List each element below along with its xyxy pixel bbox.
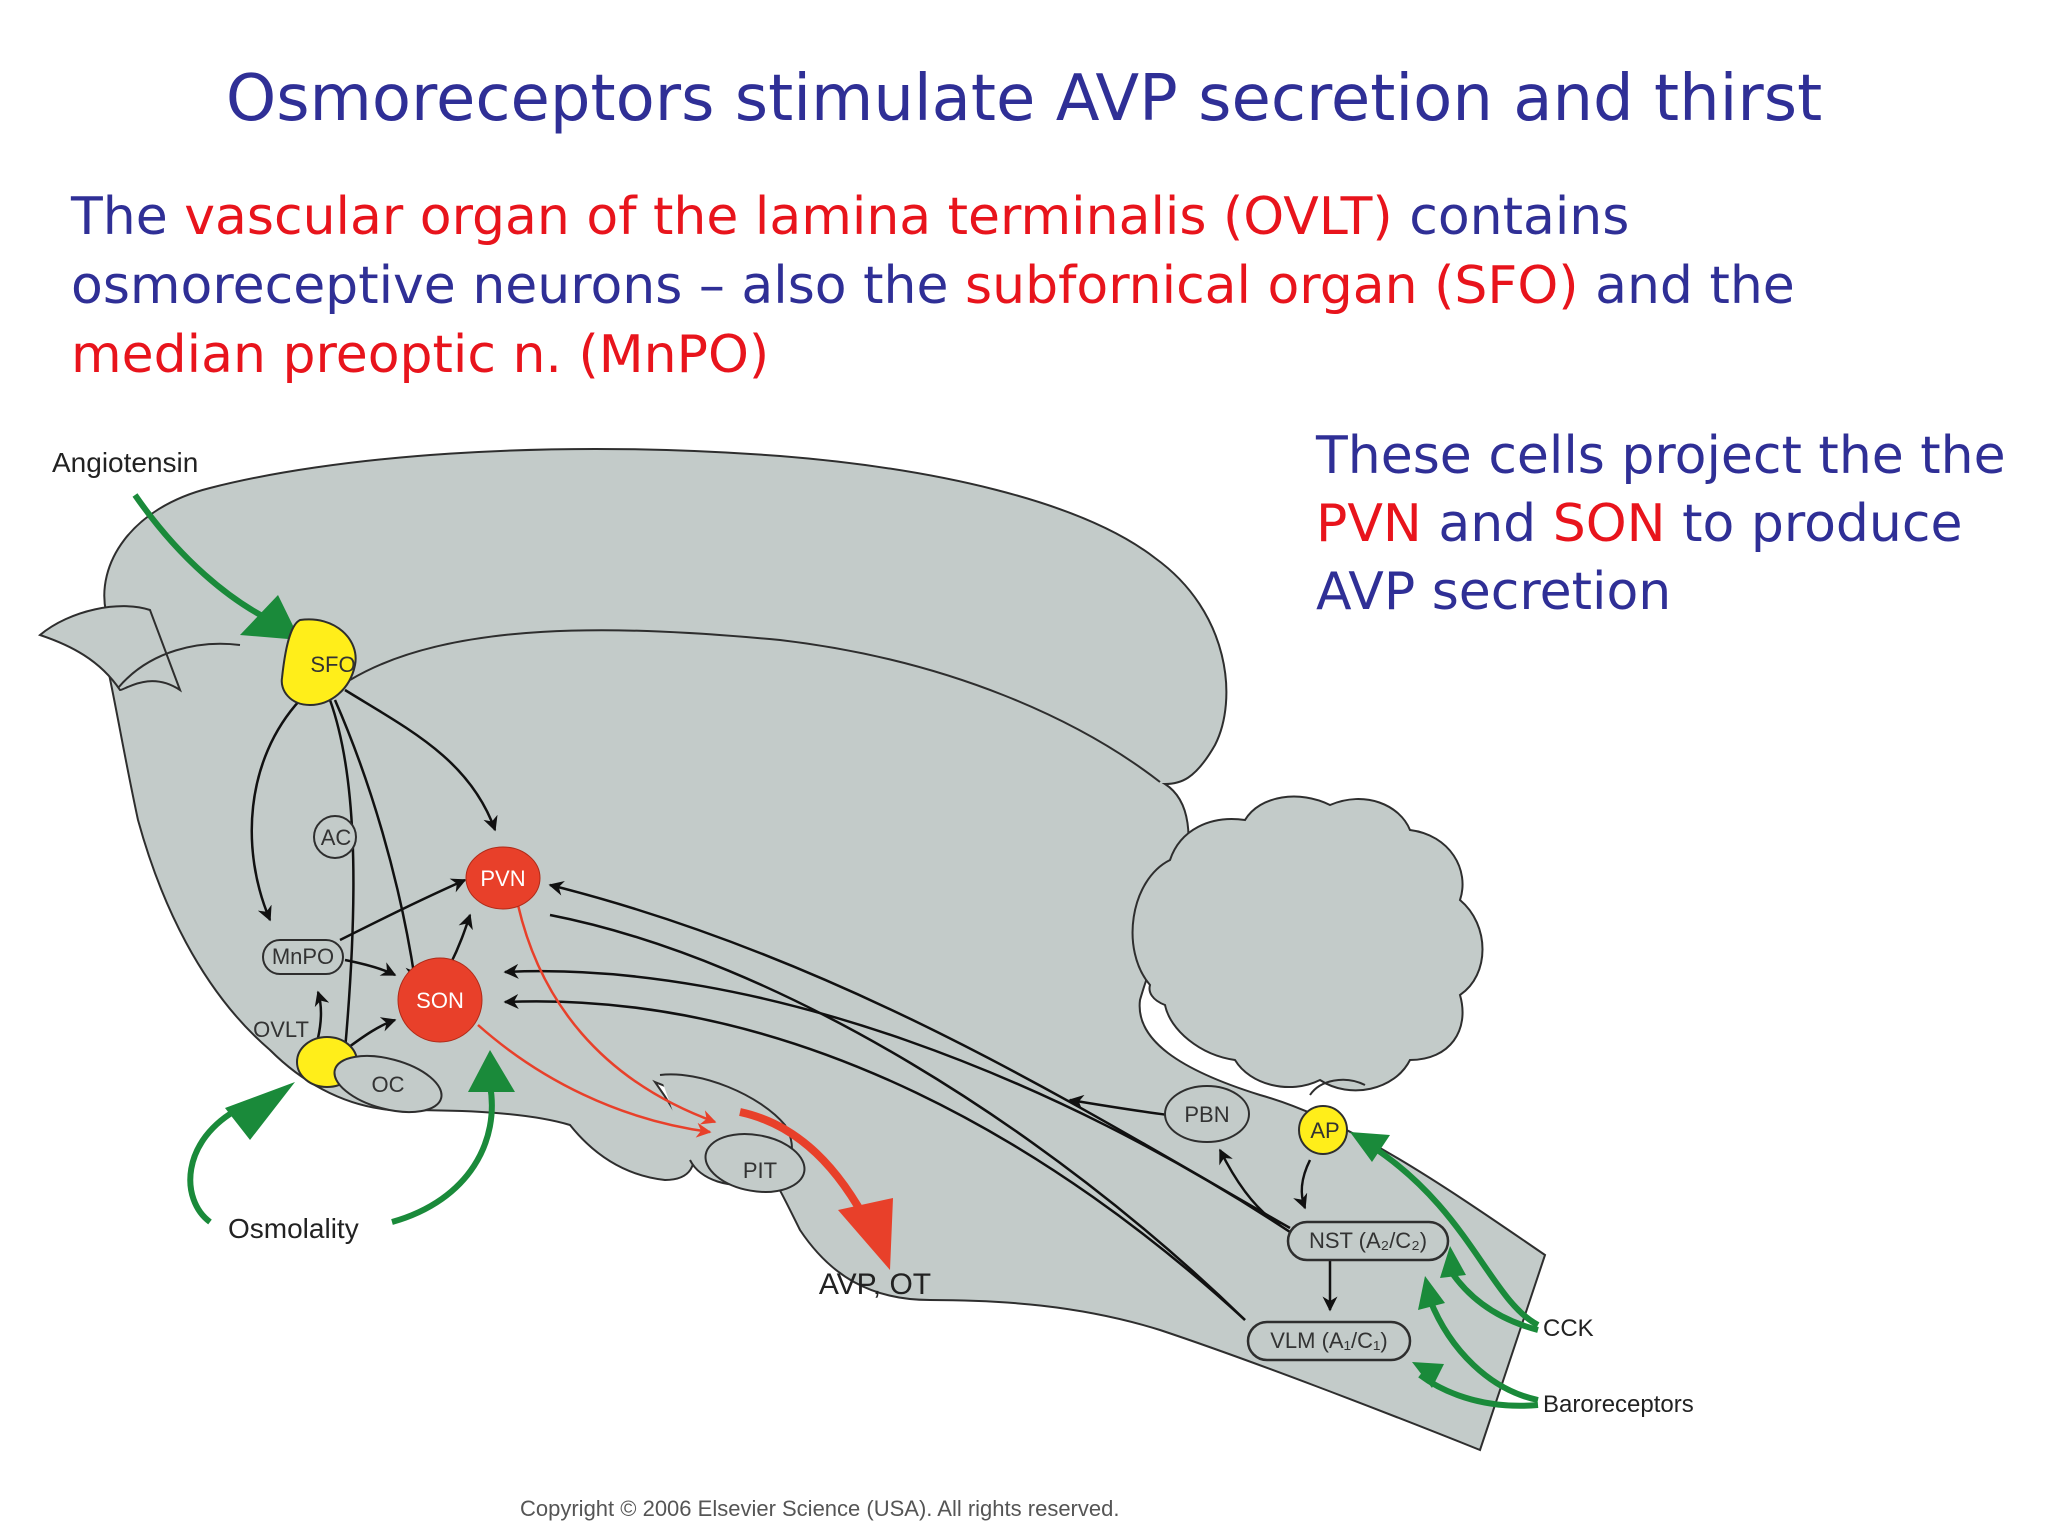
node-pvn: PVN [465, 846, 541, 910]
osmolality-to-son-arrow [391, 1084, 495, 1225]
baro-nst-arrowhead [1418, 1276, 1445, 1310]
mnpo-to-pvn-arrow [339, 878, 467, 942]
callosum-outline [349, 629, 1161, 783]
node-ac: AC [313, 815, 357, 859]
pbn-ascending-arrow [1068, 1094, 1169, 1117]
vlm-to-pvn-fiber [549, 913, 1246, 1321]
node-sfo: SFO [280, 618, 357, 707]
mnpo-term: median preoptic n. (MnPO) [71, 325, 770, 385]
node-pbn: PBN [1164, 1085, 1250, 1143]
node-vlm: VLM (A₁/C₁) [1246, 1320, 1412, 1362]
intro-text-part: and the [1578, 256, 1795, 316]
pvn-term: PVN [1316, 494, 1422, 554]
nst-label: NST (A₂/C₂) [1309, 1228, 1427, 1253]
node-ap: AP [1298, 1105, 1348, 1155]
nst-to-son-arrow [503, 963, 1291, 1234]
vlm-label: VLM (A₁/C₁) [1270, 1328, 1388, 1353]
ap-label: AP [1310, 1118, 1339, 1143]
ac-label: AC [321, 825, 352, 850]
green-arrowheads [225, 595, 1466, 1388]
son-to-pit-arrow [477, 1024, 712, 1138]
avp-ot-label: AVP, OT [819, 1268, 931, 1301]
intro-text-part: The [71, 187, 185, 247]
intro-text-part: contains osmoreceptive neurons – also th… [71, 187, 1630, 316]
side-note-part: These cells project the the [1316, 426, 2006, 486]
node-pit: PIT [704, 1133, 806, 1193]
ovlt-to-mnpo-arrow [314, 990, 330, 1039]
baro-vlm-arrowhead [1412, 1362, 1444, 1388]
angiotensin-arrowhead [240, 595, 300, 640]
baroreceptors-label: Baroreceptors [1543, 1391, 1694, 1418]
node-son: SON [397, 957, 483, 1043]
ap-to-nst-arrow [1293, 1159, 1312, 1210]
cck-label: CCK [1543, 1315, 1594, 1342]
side-note-part: to produce AVP secretion [1316, 494, 1963, 622]
baroreceptors-to-nst-arrow [1427, 1298, 1539, 1403]
osmolality-son-arrowhead [468, 1050, 515, 1092]
brain-silhouette [37, 448, 1547, 1452]
node-nst: NST (A₂/C₂) [1286, 1220, 1450, 1262]
frontal-sulcus [117, 642, 241, 689]
red-pathways [477, 904, 717, 1138]
sfo-to-mnpo-arrow [250, 699, 301, 922]
mnpo-to-son-arrow [344, 958, 397, 977]
son-term: SON [1552, 494, 1666, 554]
pit-label: PIT [743, 1158, 777, 1183]
side-note: These cells project the the PVN and SON … [1316, 422, 2016, 626]
sfo-term: subfornical organ (SFO) [965, 256, 1579, 316]
pbn-label: PBN [1184, 1102, 1229, 1127]
cerebrum-shape [103, 448, 1547, 1452]
black-pathways [250, 688, 1338, 1321]
osmolality-to-ovlt-arrow [187, 1105, 242, 1225]
cerebellum-shape [1131, 795, 1484, 1092]
side-note-part: and [1421, 494, 1553, 554]
avp-output-arrow [739, 1108, 893, 1270]
angiotensin-arrow [132, 493, 272, 623]
sfo-to-son-arrow [333, 699, 421, 982]
ovlt-term: vascular organ of the lamina terminalis … [184, 187, 1393, 247]
cck-nst-arrowhead [1440, 1246, 1466, 1278]
pvn-label: PVN [480, 866, 525, 891]
slide-title: Osmoreceptors stimulate AVP secretion an… [225, 62, 1823, 136]
nst-to-pbn-arrow [1218, 1148, 1281, 1227]
mnpo-label: MnPO [272, 944, 334, 969]
osmolality-ovlt-arrowhead [225, 1082, 295, 1140]
node-mnpo: MnPO [262, 939, 344, 975]
cck-to-ap-arrow [1368, 1142, 1540, 1328]
node-oc: OC [333, 1054, 443, 1114]
avp-release-arrowhead [838, 1198, 893, 1270]
intro-text: The vascular organ of the lamina termina… [71, 183, 1971, 390]
ovlt-label: OVLT [253, 1017, 309, 1042]
osmolality-label: Osmolality [228, 1213, 359, 1244]
copyright-footer: Copyright © 2006 Elsevier Science (USA).… [520, 1496, 1120, 1521]
pvn-to-pit-arrow [516, 904, 717, 1125]
sfo-to-pvn-arrow [344, 688, 498, 832]
sfo-label: SFO [310, 652, 355, 677]
angiotensin-label: Angiotensin [52, 447, 198, 478]
cck-ap-arrowhead [1350, 1132, 1390, 1162]
frontal-pole [37, 605, 183, 693]
cck-to-nst-arrow [1447, 1268, 1539, 1333]
son-label: SON [416, 988, 464, 1013]
fourth-ventricle [1309, 1078, 1366, 1096]
oc-label: OC [372, 1072, 405, 1097]
vlm-to-son-arrow [503, 993, 1246, 1321]
